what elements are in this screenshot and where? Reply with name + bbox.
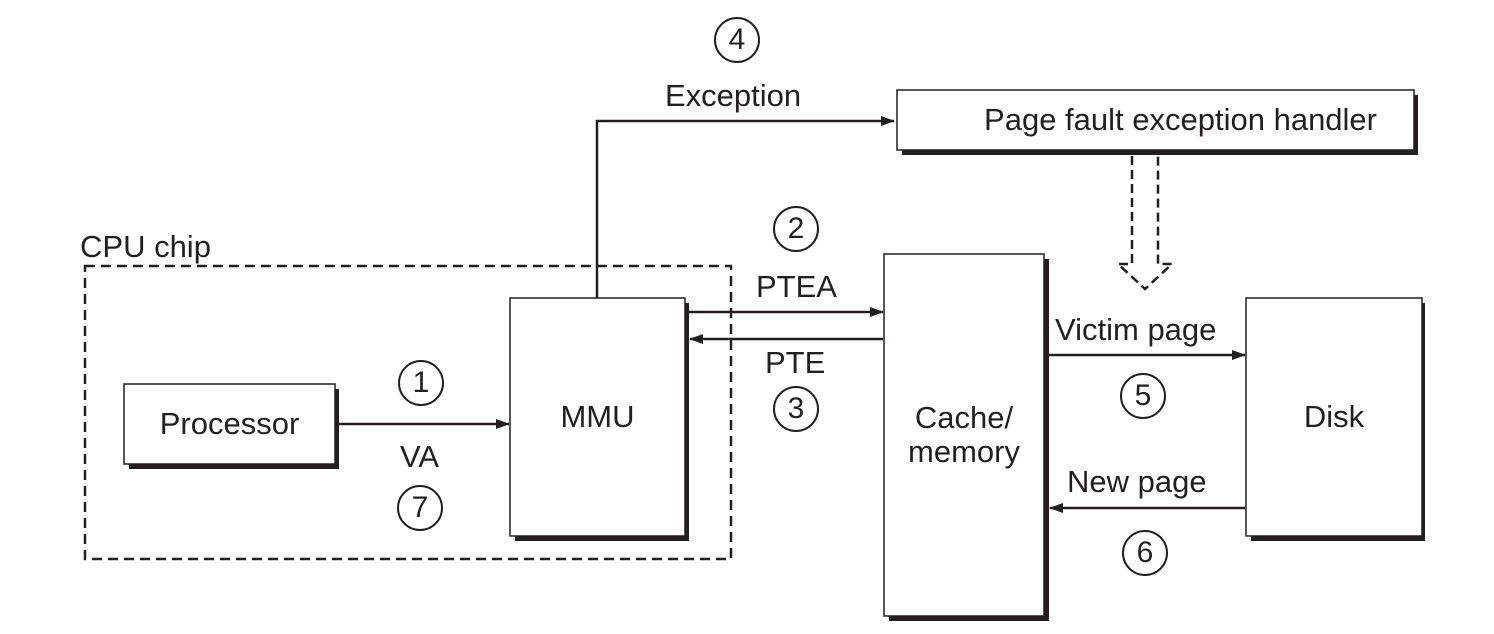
disk-box — [1245, 297, 1423, 537]
step-5-badge: 5 — [1120, 373, 1166, 419]
processor-box — [123, 383, 336, 465]
new-page-label: New page — [1067, 464, 1207, 499]
pte-label: PTE — [765, 345, 826, 380]
processor-label: Processor — [159, 405, 300, 441]
step-1-badge: 1 — [398, 360, 444, 406]
handler-label: Page fault exception handler — [984, 101, 1377, 137]
va-label: VA — [400, 439, 440, 474]
exception-arrow — [595, 116, 895, 298]
disk-label: Disk — [1303, 398, 1365, 434]
step-4-badge: 4 — [714, 17, 760, 63]
step-6-badge: 6 — [1122, 530, 1168, 576]
handler-box — [896, 89, 1415, 151]
exception-label: Exception — [665, 78, 802, 113]
step-3-badge: 3 — [773, 386, 819, 432]
ptea-label: PTEA — [756, 269, 837, 304]
victim-page-label: Victim page — [1055, 312, 1217, 347]
cache-memory-label-line1: Cache/ — [914, 399, 1014, 435]
mmu-label: MMU — [560, 398, 635, 434]
mmu-box — [509, 297, 686, 537]
step-2-badge: 2 — [773, 206, 819, 252]
cache-memory-box — [883, 253, 1045, 617]
cpu-chip-boundary — [83, 264, 733, 561]
cpu-chip-label: CPU chip — [80, 229, 211, 264]
step-7-badge: 7 — [397, 485, 443, 531]
cache-memory-label: Cache/ memory — [884, 254, 1044, 616]
handler-control-arrow — [1114, 156, 1176, 291]
cache-memory-label-line2: memory — [908, 434, 1020, 469]
